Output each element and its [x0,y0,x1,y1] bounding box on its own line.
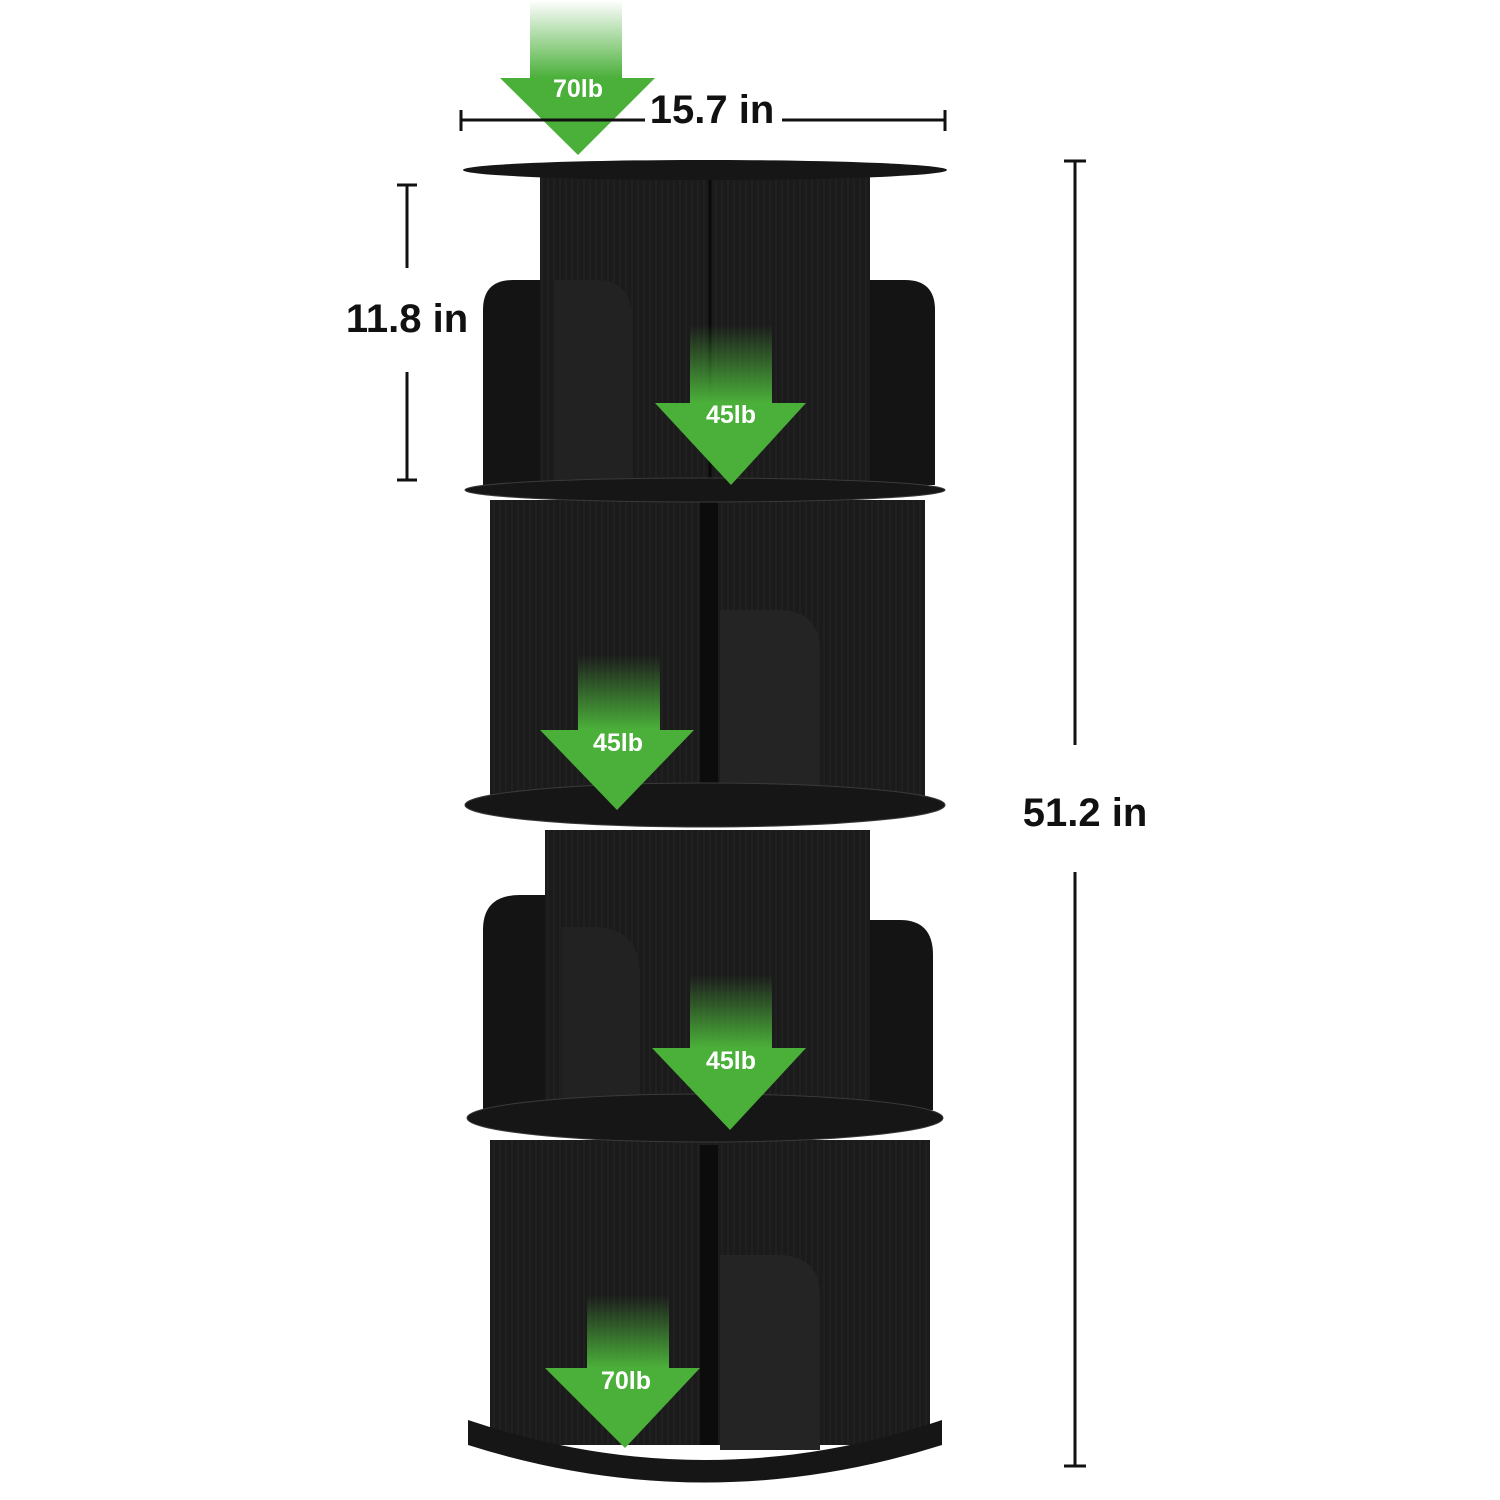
width-dimension [459,110,947,131]
load-label: 45lb [706,1047,756,1075]
top-disc [463,160,947,180]
shelf-disc [464,782,946,828]
shelf-disc [464,477,946,503]
load-arrow-tier3: 45lb [652,975,806,1130]
base-disc [468,1420,942,1483]
total-height-label: 51.2 in [1023,791,1148,835]
tier-height-dimension [397,183,417,482]
tier-height-label: 11.8 in [346,297,468,341]
load-label: 45lb [593,729,643,757]
load-arrow-top: 70lb [500,0,655,155]
load-arrow-tier1: 45lb [655,325,806,485]
width-label: 15.7 in [650,88,775,132]
total-height-dimension [1064,159,1086,1468]
load-arrow-bottom: 70lb [545,1295,700,1448]
load-label: 45lb [706,401,756,429]
load-label: 70lb [553,75,603,103]
rotating-bookshelf [463,160,947,1483]
load-arrow-tier2: 45lb [540,655,694,810]
load-label: 70lb [601,1367,651,1395]
